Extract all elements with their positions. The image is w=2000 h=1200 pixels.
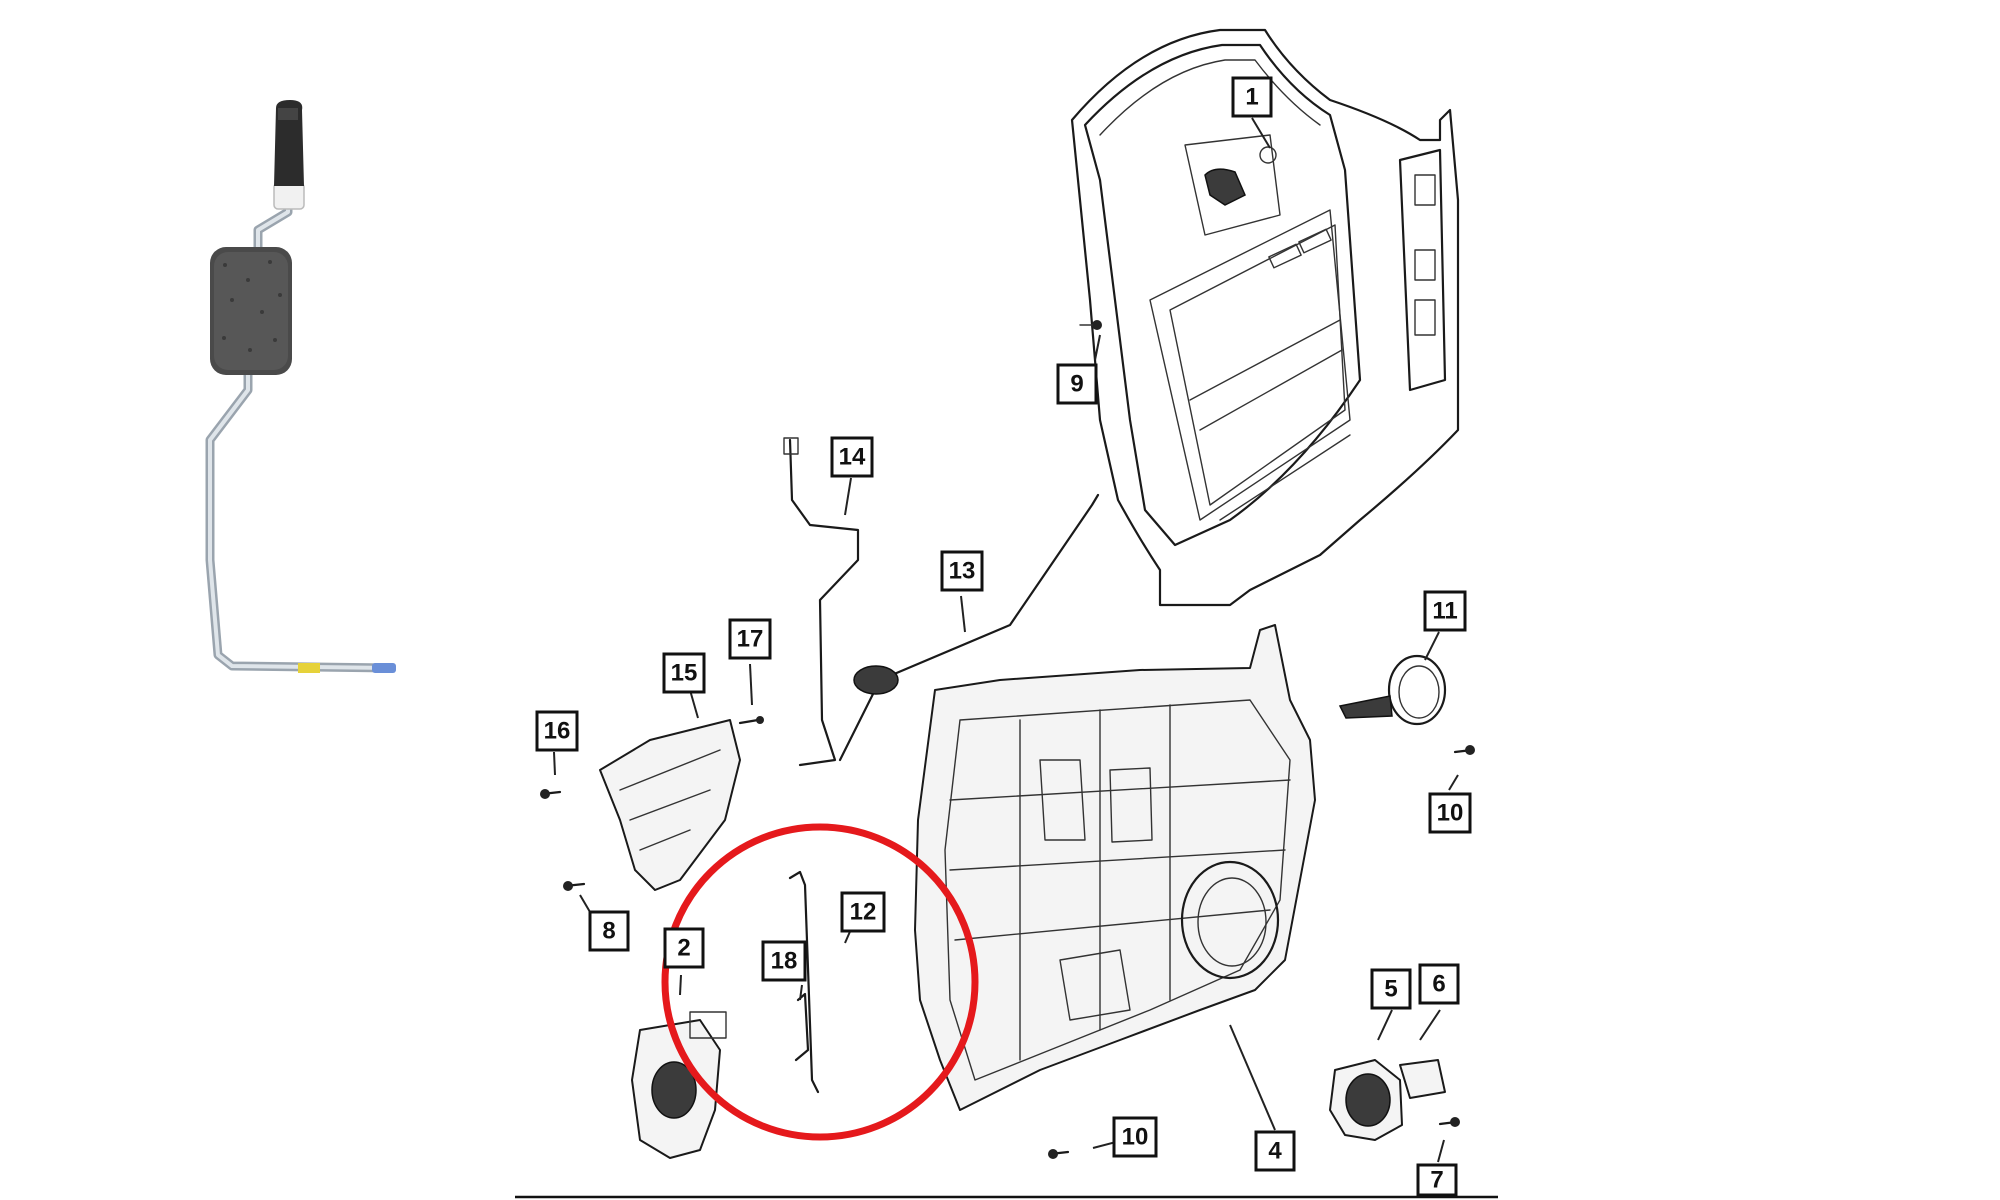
callout-4: 4 — [1254, 1130, 1296, 1172]
callout-1: 1 — [1231, 76, 1273, 118]
rod-with-foam-sleeve-photo — [205, 100, 396, 673]
svg-text:6: 6 — [1432, 971, 1445, 998]
svg-text:17: 17 — [737, 626, 764, 653]
screw-8-icon — [563, 881, 586, 891]
screw-10-right-icon — [1453, 745, 1475, 755]
callout-6: 6 — [1418, 963, 1460, 1005]
screw-16-icon — [540, 789, 562, 799]
callout-18: 18 — [761, 940, 807, 982]
callout-7: 7 — [1416, 1163, 1458, 1197]
svg-text:10: 10 — [1122, 1124, 1149, 1151]
svg-text:8: 8 — [602, 918, 615, 945]
small-parts-drawings — [540, 437, 1475, 1159]
screw-7-icon — [1438, 1117, 1460, 1127]
svg-text:11: 11 — [1432, 598, 1457, 625]
svg-text:12: 12 — [850, 899, 877, 926]
leader-lines — [553, 117, 1459, 1163]
callout-11: 11 — [1423, 590, 1467, 632]
callout-9: 9 — [1056, 363, 1098, 405]
svg-text:14: 14 — [839, 444, 866, 471]
svg-text:1: 1 — [1245, 84, 1258, 111]
door-module-carrier-drawing — [914, 624, 1316, 1111]
svg-text:7: 7 — [1430, 1167, 1443, 1194]
svg-text:4: 4 — [1268, 1138, 1282, 1165]
callout-10-left: 10 — [1112, 1116, 1158, 1158]
callout-2: 2 — [663, 927, 705, 969]
screw-10-left-icon — [1048, 1149, 1070, 1159]
callout-12: 12 — [840, 891, 886, 933]
callout-8: 8 — [588, 910, 630, 952]
svg-text:15: 15 — [671, 660, 698, 687]
svg-text:13: 13 — [949, 558, 976, 585]
svg-text:16: 16 — [544, 718, 571, 745]
svg-text:10: 10 — [1437, 800, 1464, 827]
callout-15: 15 — [662, 652, 706, 694]
svg-text:2: 2 — [677, 935, 690, 962]
callout-5: 5 — [1370, 968, 1412, 1010]
svg-text:9: 9 — [1070, 371, 1083, 398]
svg-text:18: 18 — [771, 948, 798, 975]
callout-17: 17 — [728, 618, 772, 660]
callout-16: 16 — [535, 710, 579, 752]
svg-text:5: 5 — [1384, 976, 1397, 1003]
door-shell-drawing — [1070, 28, 1460, 607]
screw-17-icon — [738, 716, 764, 725]
callout-10-right: 10 — [1428, 792, 1472, 834]
callout-14: 14 — [830, 436, 874, 478]
callout-13: 13 — [940, 550, 984, 592]
highlight-circle — [661, 823, 979, 1141]
